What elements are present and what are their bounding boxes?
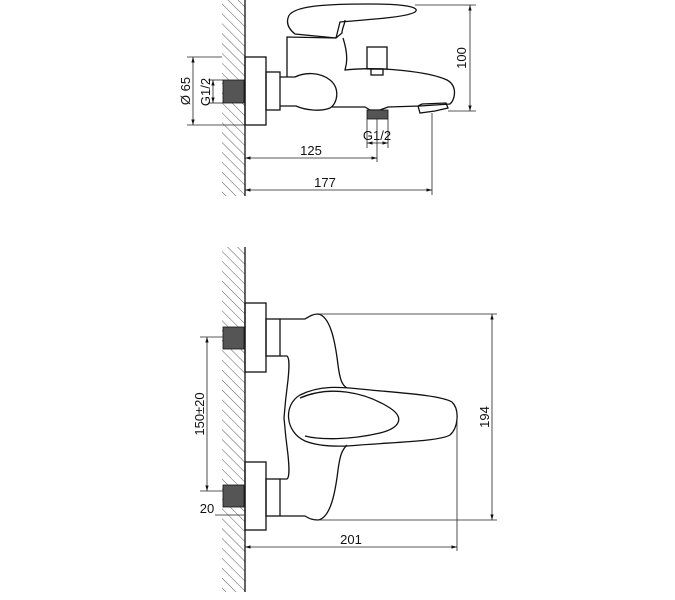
lower-thread: [222, 484, 245, 508]
front-view: 150±20 20 194 201: [192, 247, 497, 592]
outlet-thread: [366, 109, 389, 120]
wall-hatch: [222, 247, 245, 592]
lever-handle: [286, 3, 417, 39]
inlet-thread: [222, 79, 245, 104]
center-distance-label: 150±20: [192, 392, 207, 435]
lever-handle: [287, 386, 458, 447]
flange-neck: [265, 71, 281, 111]
outlet-distance-label: 125: [300, 143, 322, 158]
aerator: [417, 102, 449, 114]
upper-neck: [265, 318, 281, 357]
width-label: 194: [477, 406, 492, 428]
total-depth-label: 177: [314, 175, 336, 190]
depth-label: 201: [340, 532, 362, 547]
inlet-thread-label: G1/2: [198, 78, 213, 106]
diverter-knob: [366, 46, 388, 70]
height-label: 100: [454, 47, 469, 69]
upper-flange: [244, 302, 267, 373]
diverter-stem: [370, 68, 384, 76]
upper-thread: [222, 326, 245, 350]
diameter-label: Ø 65: [178, 77, 193, 105]
thread-length-label: 20: [200, 501, 214, 516]
lower-flange: [244, 461, 267, 531]
faucet-body: [280, 313, 348, 521]
wall-flange: [244, 56, 267, 126]
lower-neck: [265, 478, 281, 517]
side-view: Ø 65 G1/2 G1/2 125 177 100: [178, 0, 476, 196]
